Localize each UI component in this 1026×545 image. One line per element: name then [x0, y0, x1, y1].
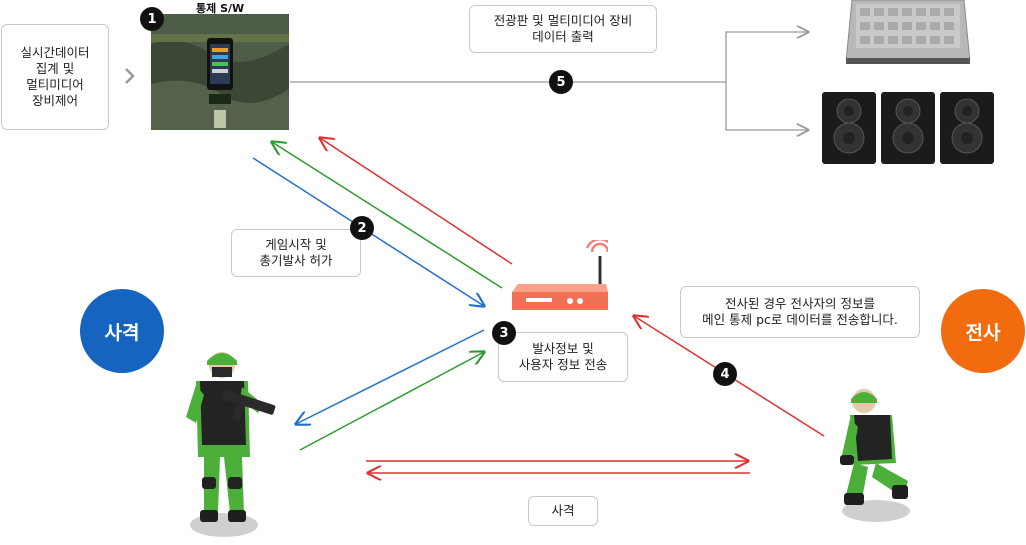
- output-box: 전광판 및 멀티미디어 장비 데이터 출력: [469, 5, 657, 53]
- step-1-badge: 1: [140, 7, 164, 31]
- control-software-screenshot: [151, 14, 289, 130]
- step-3-badge: 3: [492, 321, 516, 345]
- green-arrow-shooter-to-router: [299, 352, 484, 451]
- death-info-box: 전사된 경우 전사자의 정보를 메인 통제 pc로 데이터를 전송합니다.: [680, 286, 920, 338]
- game-start-box: 게임시작 및 총기발사 허가: [231, 229, 361, 277]
- shoot-label-box: 사격: [528, 496, 598, 526]
- step-2-badge: 2: [350, 216, 374, 240]
- step-5-badge: 5: [549, 70, 573, 94]
- killed-soldier-icon: [840, 389, 910, 522]
- step-4-badge: 4: [713, 362, 737, 386]
- shooter-role-circle: 사격: [80, 289, 164, 373]
- shooter-soldier-icon: [186, 352, 276, 537]
- device-branch-line: [725, 32, 808, 82]
- red-arrow-router-to-sw: [320, 138, 513, 265]
- killed-role-circle: 전사: [941, 289, 1025, 373]
- chevron-right-icon: [125, 68, 135, 84]
- device-branch-line-2: [725, 82, 808, 130]
- fire-info-box: 발사정보 및 사용자 정보 전송: [498, 332, 628, 382]
- blue-arrow-router-to-shooter: [296, 329, 485, 424]
- router-icon: [512, 240, 608, 310]
- software-title: 통제 S/W: [196, 2, 245, 15]
- display-board-icon: [846, 0, 970, 64]
- speakers-icon: [822, 92, 994, 164]
- green-arrow-router-to-sw: [272, 142, 503, 289]
- realtime-data-box: 실시간데이터 집계 및 멀티미디어 장비제어: [1, 24, 109, 130]
